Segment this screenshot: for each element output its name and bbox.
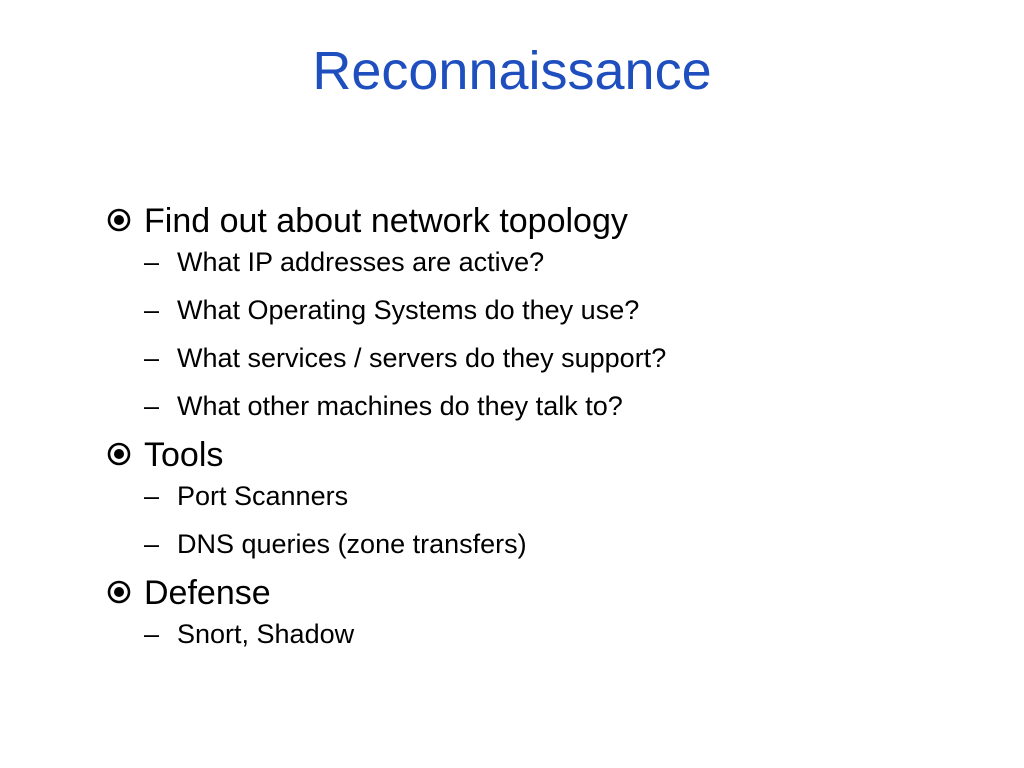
sub-bullet-text: What Operating Systems do they use? bbox=[177, 295, 640, 325]
sub-bullet-item: – What IP addresses are active? bbox=[106, 244, 966, 292]
dash-marker: – bbox=[144, 619, 160, 649]
sub-bullet-item: – What other machines do they talk to? bbox=[106, 388, 966, 426]
dash-marker: – bbox=[144, 247, 160, 277]
bullet-item: Find out about network topology bbox=[106, 198, 966, 244]
bullet-item: Tools bbox=[106, 432, 966, 478]
sub-bullet-item: – Snort, Shadow bbox=[106, 616, 966, 664]
sub-bullet-text: What services / servers do they support? bbox=[177, 343, 667, 373]
sub-bullet-item: – What services / servers do they suppor… bbox=[106, 340, 966, 388]
sub-bullet-text: What other machines do they talk to? bbox=[177, 391, 623, 421]
sub-bullet-text: Port Scanners bbox=[177, 481, 349, 511]
circled-dot-icon bbox=[107, 580, 131, 604]
dash-marker: – bbox=[144, 295, 160, 325]
bullet-text: Tools bbox=[144, 436, 224, 474]
sub-bullet-text: Snort, Shadow bbox=[177, 619, 355, 649]
dash-marker: – bbox=[144, 529, 160, 559]
dash-marker: – bbox=[144, 481, 160, 511]
circled-dot-icon bbox=[107, 208, 131, 232]
sub-bullet-item: – Port Scanners bbox=[106, 478, 966, 526]
dash-marker: – bbox=[144, 343, 160, 373]
dash-marker: – bbox=[144, 391, 160, 421]
circled-dot-icon bbox=[107, 442, 131, 466]
sub-bullet-text: What IP addresses are active? bbox=[177, 247, 545, 277]
sub-bullet-item: – DNS queries (zone transfers) bbox=[106, 526, 966, 564]
slide-title: Reconnaissance bbox=[312, 41, 712, 101]
sub-bullet-text: DNS queries (zone transfers) bbox=[177, 529, 527, 559]
bullet-item: Defense bbox=[106, 570, 966, 616]
bullet-text: Defense bbox=[144, 574, 271, 612]
bullet-text: Find out about network topology bbox=[144, 202, 628, 240]
slide-body: Find out about network topology – What I… bbox=[106, 198, 966, 664]
sub-bullet-item: – What Operating Systems do they use? bbox=[106, 292, 966, 340]
